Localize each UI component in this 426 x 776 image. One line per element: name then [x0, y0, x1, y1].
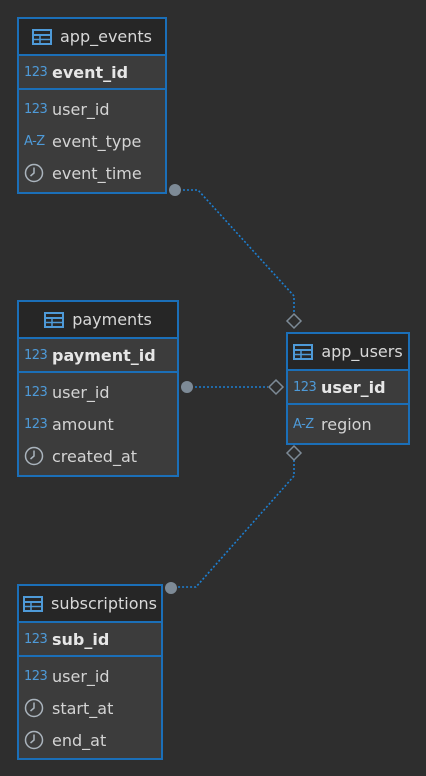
- link-endpoint-dot: [169, 184, 181, 196]
- link-app-events-app-users[interactable]: [175, 189, 295, 316]
- entity-header[interactable]: app_events: [19, 19, 165, 56]
- column-row[interactable]: end_at: [19, 724, 161, 756]
- numeric-type-icon: 123: [24, 668, 48, 684]
- numeric-type-icon: 123: [24, 347, 48, 363]
- link-endpoint-diamond: [285, 312, 303, 330]
- entity-app-events[interactable]: app_events 123 event_id 123 user_id A-Z …: [17, 17, 167, 194]
- column-name: user_id: [52, 666, 110, 686]
- text-type-icon: A-Z: [293, 416, 314, 432]
- table-icon: [293, 343, 314, 360]
- pk-column-row[interactable]: 123 sub_id: [19, 622, 109, 656]
- column-name: user_id: [52, 382, 110, 402]
- entity-header[interactable]: app_users: [288, 334, 408, 371]
- column-name: event_time: [52, 163, 142, 183]
- column-name: event_type: [52, 131, 142, 151]
- column-name: sub_id: [52, 629, 110, 649]
- clock-icon: [24, 698, 46, 718]
- text-type-icon: A-Z: [24, 133, 45, 149]
- link-endpoint-diamond: [267, 378, 285, 396]
- column-name: user_id: [321, 377, 386, 397]
- column-row[interactable]: A-Z event_type: [19, 125, 165, 157]
- entity-title: payments: [72, 310, 152, 329]
- column-row[interactable]: 123 amount: [19, 408, 177, 440]
- link-endpoint-dot: [181, 381, 193, 393]
- clock-icon: [24, 446, 46, 466]
- entity-title: app_events: [59, 27, 153, 46]
- pk-column-row[interactable]: 123 event_id: [19, 55, 128, 89]
- numeric-type-icon: 123: [24, 64, 48, 80]
- numeric-type-icon: 123: [24, 101, 48, 117]
- table-icon: [44, 311, 65, 328]
- column-name: end_at: [52, 730, 107, 750]
- entity-app-users[interactable]: app_users 123 user_id A-Z region: [286, 332, 410, 445]
- column-row[interactable]: 123 user_id: [19, 93, 165, 125]
- column-name: payment_id: [52, 345, 156, 365]
- numeric-type-icon: 123: [24, 416, 48, 432]
- table-icon: [31, 28, 52, 45]
- numeric-type-icon: 123: [24, 384, 48, 400]
- entity-title: subscriptions: [51, 594, 157, 613]
- entity-subscriptions[interactable]: subscriptions 123 sub_id 123 user_id sta…: [17, 584, 163, 760]
- entity-header[interactable]: payments: [19, 302, 177, 339]
- column-name: start_at: [52, 698, 114, 718]
- column-row[interactable]: start_at: [19, 692, 161, 724]
- column-row[interactable]: created_at: [19, 440, 177, 472]
- numeric-type-icon: 123: [24, 631, 48, 647]
- column-row[interactable]: A-Z region: [288, 408, 408, 440]
- column-name: region: [321, 414, 372, 434]
- column-row[interactable]: event_time: [19, 157, 165, 189]
- column-name: event_id: [52, 62, 129, 82]
- link-subscriptions-app-users[interactable]: [171, 460, 295, 588]
- pk-column-row[interactable]: 123 user_id: [288, 370, 386, 404]
- entity-title: app_users: [321, 342, 403, 361]
- column-name: created_at: [52, 446, 138, 466]
- column-row[interactable]: 123 user_id: [19, 376, 177, 408]
- column-row[interactable]: 123 user_id: [19, 660, 161, 692]
- entity-payments[interactable]: payments 123 payment_id 123 user_id 123 …: [17, 300, 179, 477]
- entity-header[interactable]: subscriptions: [19, 586, 161, 623]
- clock-icon: [24, 163, 46, 183]
- column-name: amount: [52, 414, 114, 434]
- table-icon: [23, 595, 44, 612]
- column-name: user_id: [52, 99, 110, 119]
- link-endpoint-dot: [165, 582, 177, 594]
- clock-icon: [24, 730, 46, 750]
- pk-column-row[interactable]: 123 payment_id: [19, 338, 156, 372]
- link-endpoint-diamond: [285, 444, 303, 462]
- numeric-type-icon: 123: [293, 379, 317, 395]
